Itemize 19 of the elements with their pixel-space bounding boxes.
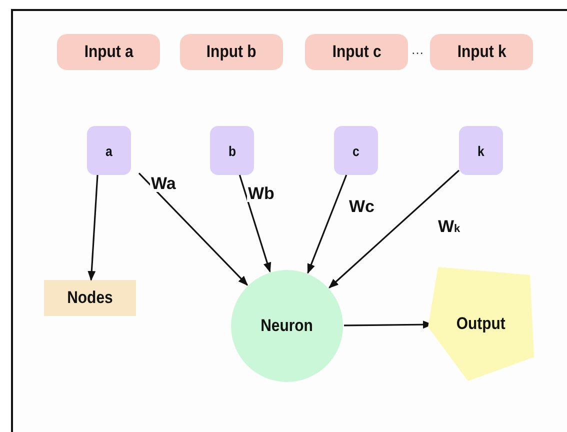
input-node: a xyxy=(87,126,131,175)
input-box: Input b xyxy=(180,34,283,70)
arrow xyxy=(88,174,98,281)
output-pentagon: Output xyxy=(428,267,534,381)
ellipsis-label: … xyxy=(411,42,424,57)
input-box: Input c xyxy=(305,34,408,70)
arrow xyxy=(138,172,248,286)
arrow xyxy=(238,174,272,273)
edge-label: Wc xyxy=(348,198,376,215)
input-node: k xyxy=(459,126,503,175)
edge-label: Wa xyxy=(150,175,177,192)
edge-label: Wb xyxy=(247,185,276,202)
nodes-box: Nodes xyxy=(44,280,136,316)
input-box: Input a xyxy=(57,34,160,70)
input-box: Input k xyxy=(430,34,533,70)
arrow xyxy=(307,174,348,274)
arrow xyxy=(328,170,460,288)
input-node: b xyxy=(210,126,254,175)
input-node: c xyxy=(334,126,378,175)
